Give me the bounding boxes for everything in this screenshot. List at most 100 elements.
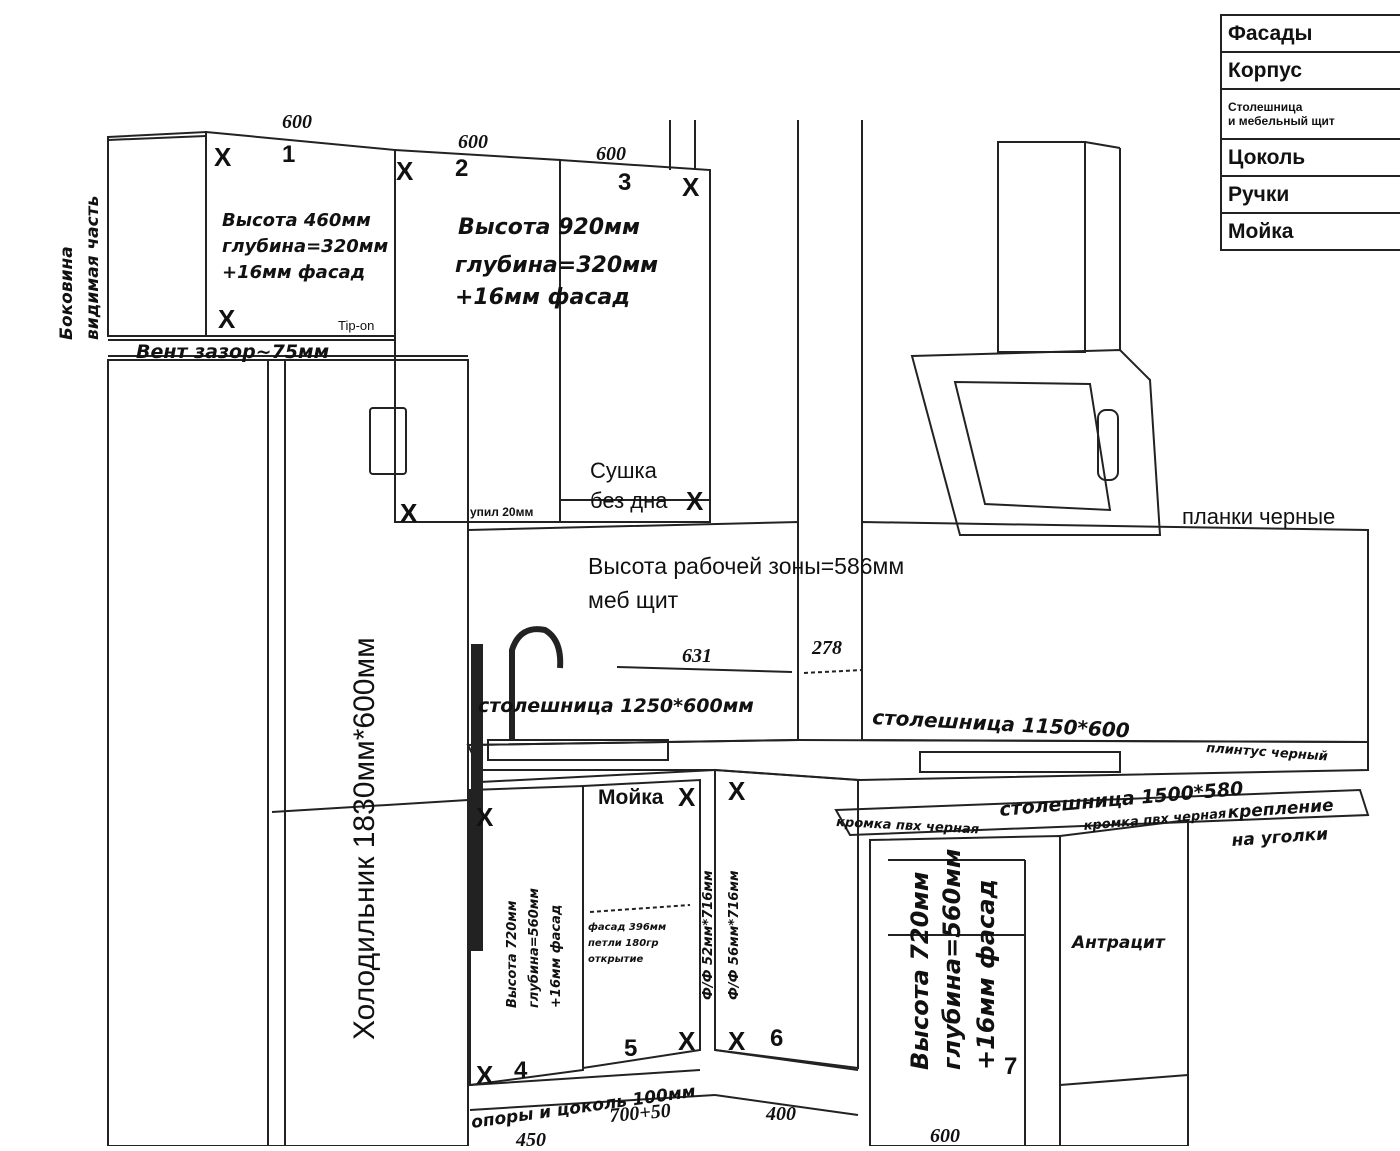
facade-note: открытие	[588, 954, 643, 965]
dimension-label: 450	[515, 1129, 546, 1146]
legend-row-countertop: Столешница и мебельный щит	[1222, 90, 1400, 140]
upper-cabinet-2	[394, 148, 561, 523]
lower-cabinet-4	[469, 784, 584, 1087]
legend-row-plinth: Цоколь	[1222, 140, 1400, 177]
mark-x: X	[214, 142, 232, 172]
mark-x: X	[678, 782, 696, 812]
plinth-line	[469, 1069, 701, 1086]
legend-row-body: Корпус	[1222, 53, 1400, 90]
module-note: +16мм фасад	[222, 262, 365, 283]
hood-glass	[953, 380, 1112, 512]
countertop-1500	[834, 788, 1370, 837]
tip-on-label: Tip-on	[338, 318, 374, 333]
shelf-note: упил 20мм	[470, 505, 533, 519]
dimension-label: 278	[811, 637, 842, 659]
panel-label: меб щит	[588, 587, 679, 613]
mark-x: X	[678, 1026, 696, 1056]
module-note: +16мм фасад	[455, 285, 630, 310]
width-label: 600	[458, 131, 488, 153]
mark-x: X	[396, 156, 414, 186]
legend-row-sink: Мойка	[1222, 214, 1400, 251]
module-note: Высота 460мм	[222, 210, 371, 231]
mark-x: X	[686, 486, 704, 516]
dimension-label: 400	[765, 1103, 796, 1125]
fridge-label: Холодильник 1830мм*600мм	[348, 637, 381, 1040]
module-number: 3	[618, 169, 631, 196]
module-note: Высота 720мм	[505, 900, 520, 1008]
countertop-label: столешница 1250*600мм	[478, 695, 754, 717]
fridge-side	[107, 359, 269, 1147]
mark-x: X	[218, 304, 236, 334]
tall-handle	[471, 644, 483, 951]
hood-chimney	[997, 141, 1086, 353]
plinth-line	[1059, 1074, 1189, 1086]
dimension-arrow	[803, 669, 863, 674]
vent-gap-label: Вент зазор~75мм	[136, 341, 329, 363]
module-number: 5	[624, 1035, 637, 1062]
width-label: 600	[282, 111, 312, 133]
anthracite-label: Антрацит	[1070, 933, 1166, 953]
mark-x: X	[476, 802, 494, 832]
module-number: 6	[770, 1025, 783, 1052]
dimension-label: 600	[930, 1125, 960, 1146]
mark-x: X	[682, 172, 700, 202]
module-note: глубина=560мм	[527, 888, 542, 1008]
dryer-label: Сушка	[590, 458, 658, 483]
fridge-annotations: Холодильник 1830мм*600мм X	[348, 498, 418, 1040]
module-number: 7	[1004, 1053, 1017, 1080]
mount-label: на уголки	[1231, 824, 1329, 851]
dryer-label: без дна	[590, 488, 668, 513]
faucet	[509, 626, 564, 740]
countertop-surface	[466, 738, 1369, 782]
upper-cabinet-3	[559, 158, 711, 523]
dimension-label: 700+50	[609, 1100, 672, 1127]
fridge-split	[271, 799, 469, 813]
module-note: Высота 920мм	[458, 215, 640, 240]
dimension-arrow	[589, 904, 691, 913]
legend-row-facades: Фасады	[1222, 16, 1400, 53]
module-number: 2	[455, 155, 468, 182]
plinth-line	[714, 1094, 859, 1116]
mark-x: X	[728, 776, 746, 806]
hood-control	[1097, 409, 1119, 481]
upper-annotations: 600 600 600 X 1 X 2 3 X Высота 460мм глу…	[57, 111, 704, 528]
mark-x: X	[728, 1026, 746, 1056]
module-note: +16мм фасад	[972, 879, 1000, 1070]
plinth-line	[714, 1049, 859, 1071]
fridge-display	[369, 407, 407, 475]
facade-note: фасад 396мм	[588, 921, 666, 933]
filler-label: Ф/Ф 52мм*716мм	[701, 870, 716, 1000]
anthracite-panel	[1059, 818, 1189, 1147]
module-note: глубина=320мм	[222, 236, 388, 257]
countertop-edge	[479, 769, 716, 783]
countertop-label: столешница 1150*600	[872, 705, 1131, 742]
edge	[1084, 141, 1121, 149]
sink-bowl	[487, 739, 669, 761]
edge	[107, 135, 207, 141]
sink-label: Мойка	[598, 786, 664, 809]
lower-annotations: Мойка X X X Высота 720мм глубина=560мм +…	[470, 776, 1166, 1151]
module-number: 4	[514, 1057, 528, 1084]
legend-row-handles: Ручки	[1222, 177, 1400, 214]
side-label: видимая часть	[83, 196, 103, 340]
strips-label: планки черные	[1182, 504, 1335, 529]
plinth-label: плинтус черный	[1206, 741, 1328, 764]
side-panel	[107, 130, 207, 337]
mark-x: X	[400, 498, 418, 528]
width-label: 600	[596, 143, 626, 165]
hob	[919, 751, 1121, 773]
side-label: Боковина	[57, 246, 77, 340]
plinth-line	[469, 1094, 716, 1111]
dimension-arrow	[616, 666, 793, 673]
mark-x: X	[400, 498, 418, 528]
work-zone-label: Высота рабочей зоны=586мм	[588, 553, 904, 579]
filler-label: Ф/Ф 56мм*716мм	[727, 870, 742, 1000]
facade-note: петли 180гр	[588, 938, 659, 949]
edge-label: кромка пвх черная	[836, 815, 980, 837]
mark-x: X	[476, 1060, 494, 1090]
hood-body	[910, 348, 1162, 536]
materials-legend: Фасады Корпус Столешница и мебельный щит…	[1220, 14, 1400, 251]
module-note: глубина=320мм	[455, 253, 658, 278]
